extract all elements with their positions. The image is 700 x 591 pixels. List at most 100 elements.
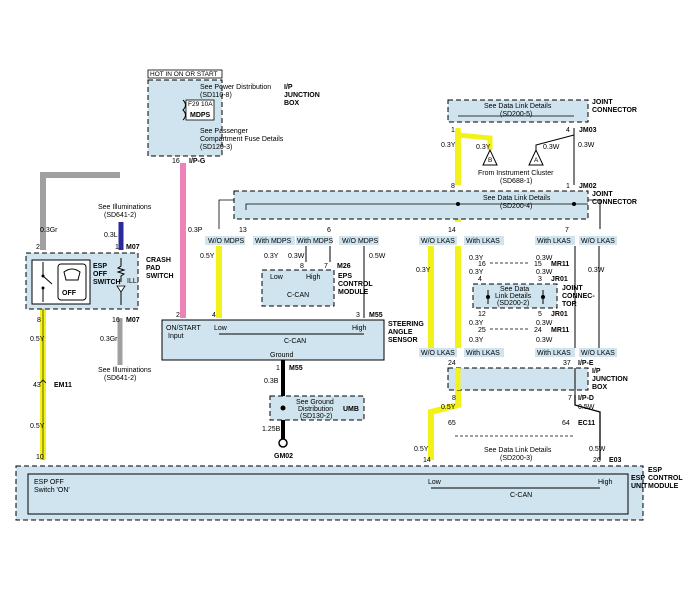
fuse-f29	[185, 99, 215, 121]
svg-text:BOX: BOX	[284, 100, 300, 107]
svg-text:I/P: I/P	[284, 84, 293, 91]
svg-text:JOINT: JOINT	[592, 191, 613, 198]
svg-text:14: 14	[423, 457, 431, 464]
svg-text:See Data Link Details: See Data Link Details	[484, 103, 552, 110]
svg-text:0.5Y: 0.5Y	[414, 446, 429, 453]
svg-text:ESP: ESP	[648, 467, 662, 474]
svg-text:(SD200-2): (SD200-2)	[497, 300, 529, 307]
svg-text:GM02: GM02	[274, 453, 293, 460]
svg-text:See Data Link Details: See Data Link Details	[483, 195, 551, 202]
svg-text:0.5Y: 0.5Y	[30, 336, 45, 343]
svg-text:OFF: OFF	[62, 290, 77, 297]
svg-text:M55: M55	[289, 365, 303, 372]
svg-text:0.3Gr: 0.3Gr	[40, 227, 58, 234]
svg-text:37: 37	[563, 360, 571, 367]
svg-text:7: 7	[324, 263, 328, 270]
svg-text:With MDPS: With MDPS	[297, 238, 334, 245]
svg-text:4: 4	[478, 276, 482, 283]
esp-unit	[27, 473, 629, 515]
svg-text:SWITCH: SWITCH	[146, 273, 174, 280]
svg-text:0.5W: 0.5W	[578, 404, 595, 411]
svg-text:UMB: UMB	[343, 406, 359, 413]
ground-distribution	[269, 395, 365, 421]
svg-text:See Illuminations: See Illuminations	[98, 367, 152, 374]
joint-connector-top	[447, 99, 589, 123]
svg-text:A: A	[534, 157, 539, 164]
svg-text:ESP: ESP	[93, 263, 107, 270]
svg-text:CONTROL: CONTROL	[338, 281, 373, 288]
svg-text:W/O LKAS: W/O LKAS	[421, 350, 455, 357]
svg-text:See Data: See Data	[500, 286, 529, 293]
svg-text:Low: Low	[214, 325, 228, 332]
svg-text:0.5Y: 0.5Y	[441, 404, 456, 411]
svg-text:W/O LKAS: W/O LKAS	[421, 238, 455, 245]
svg-text:JM02: JM02	[579, 183, 597, 190]
svg-text:(SD110-8): (SD110-8)	[200, 92, 232, 99]
ip-junction-box-lower	[447, 367, 589, 391]
svg-text:0.3Y: 0.3Y	[469, 337, 484, 344]
svg-text:8: 8	[300, 263, 304, 270]
svg-text:See Illuminations: See Illuminations	[98, 204, 152, 211]
svg-text:SWITCH: SWITCH	[93, 279, 121, 286]
svg-text:(SD120-3): (SD120-3)	[200, 144, 232, 151]
eps-control-module	[261, 269, 335, 307]
svg-text:TOR: TOR	[562, 301, 577, 308]
svg-text:0.3Y: 0.3Y	[469, 269, 484, 276]
svg-text:ON/START: ON/START	[166, 325, 201, 332]
svg-text:PAD: PAD	[146, 265, 160, 272]
svg-text:ILL.: ILL.	[127, 278, 139, 285]
svg-text:0.3Y: 0.3Y	[264, 253, 279, 260]
svg-text:JUNCTION: JUNCTION	[592, 376, 628, 383]
svg-text:3: 3	[538, 276, 542, 283]
label-wo-mdps: W/O MDPS	[208, 238, 244, 245]
svg-text:7: 7	[568, 395, 572, 402]
svg-text:26: 26	[593, 457, 601, 464]
svg-text:I/P: I/P	[592, 368, 601, 375]
svg-text:Low: Low	[270, 274, 284, 281]
svg-text:See Data Link Details: See Data Link Details	[484, 447, 552, 454]
svg-text:13: 13	[239, 227, 247, 234]
svg-text:STEERING: STEERING	[388, 321, 424, 328]
svg-text:W/O LKAS: W/O LKAS	[581, 238, 615, 245]
svg-text:C-CAN: C-CAN	[510, 492, 532, 499]
svg-text:0.3W: 0.3W	[543, 144, 560, 151]
svg-text:7: 7	[565, 227, 569, 234]
svg-text:25: 25	[478, 327, 486, 334]
svg-text:65: 65	[448, 420, 456, 427]
svg-text:See Passenger: See Passenger	[200, 128, 249, 135]
svg-text:From Instrument Cluster: From Instrument Cluster	[478, 170, 554, 177]
svg-text:6: 6	[327, 227, 331, 234]
connector-a-icon	[528, 148, 544, 166]
svg-text:0.5W: 0.5W	[589, 446, 606, 453]
svg-text:Distribution: Distribution	[298, 406, 333, 413]
svg-text:I/P-D: I/P-D	[578, 395, 594, 402]
svg-text:With LKAS: With LKAS	[466, 350, 500, 357]
svg-text:14: 14	[448, 227, 456, 234]
svg-text:(SD688-1): (SD688-1)	[500, 178, 532, 185]
steering-angle-sensor	[161, 319, 385, 361]
svg-text:64: 64	[562, 420, 570, 427]
connector-b-icon	[482, 148, 498, 166]
svg-text:M07: M07	[126, 244, 140, 251]
svg-text:CONNECTOR: CONNECTOR	[592, 199, 637, 206]
svg-text:(SD200-4): (SD200-4)	[500, 203, 532, 210]
svg-text:0.3P: 0.3P	[188, 227, 203, 234]
ground-icon	[278, 438, 288, 448]
svg-text:16: 16	[112, 317, 120, 324]
svg-text:UNIT: UNIT	[631, 483, 648, 490]
hot-label: HOT IN ON OR START	[150, 71, 218, 78]
svg-text:MODULE: MODULE	[648, 483, 679, 490]
svg-text:0.3Y: 0.3Y	[469, 255, 484, 262]
svg-text:CONNECTOR: CONNECTOR	[592, 107, 637, 114]
svg-text:Switch 'ON': Switch 'ON'	[34, 487, 70, 494]
svg-text:8: 8	[37, 317, 41, 324]
svg-text:0.3Y: 0.3Y	[416, 267, 431, 274]
svg-text:Low: Low	[428, 479, 442, 486]
svg-text:M55: M55	[369, 312, 383, 319]
svg-text:With LKAS: With LKAS	[466, 238, 500, 245]
svg-text:0.3L: 0.3L	[104, 232, 118, 239]
svg-text:Ground: Ground	[270, 352, 293, 359]
svg-text:High: High	[352, 325, 367, 332]
svg-text:1: 1	[115, 244, 119, 251]
svg-text:10: 10	[36, 454, 44, 461]
